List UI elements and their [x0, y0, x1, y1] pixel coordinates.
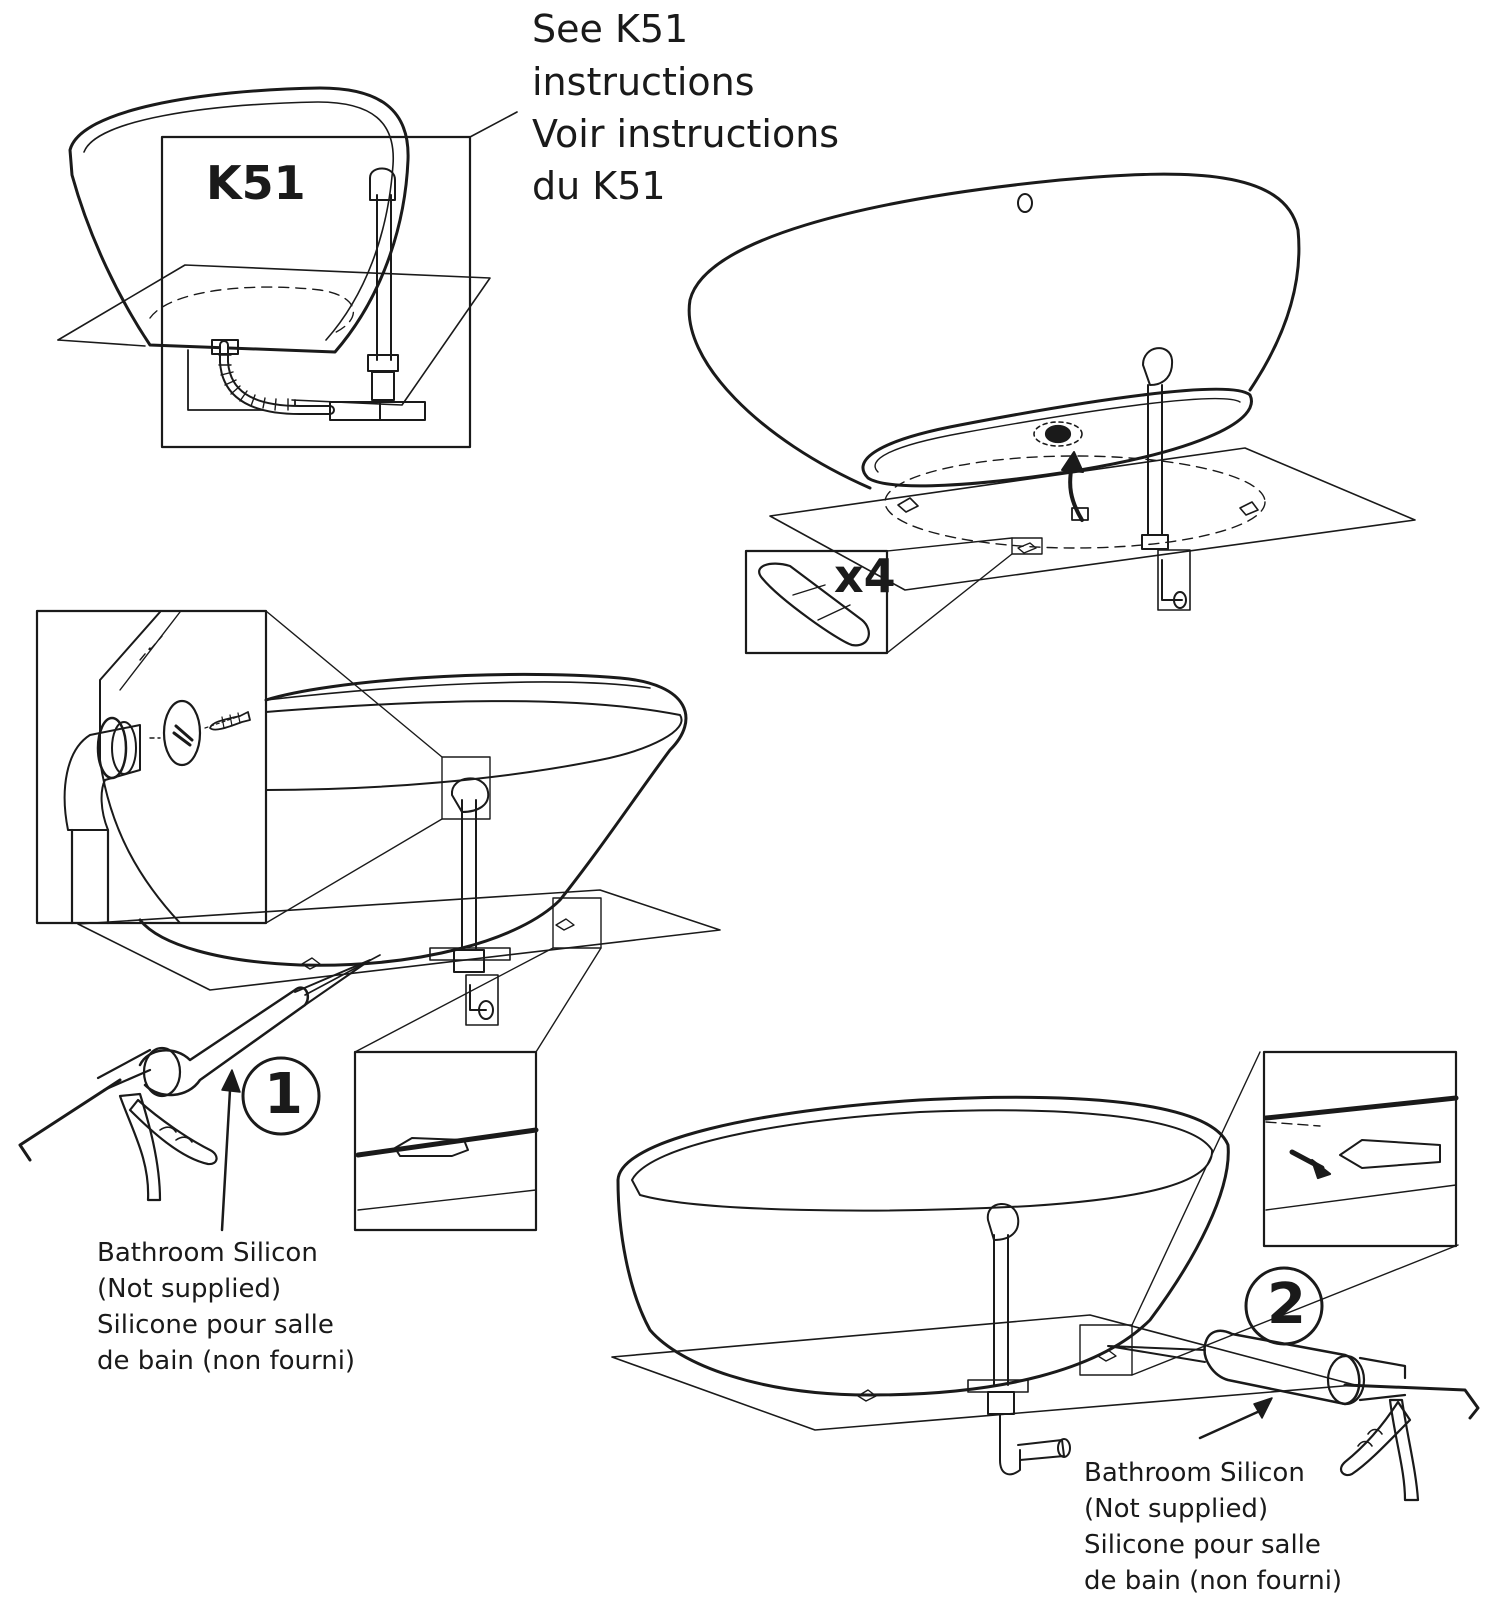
- silicon-label-2-line-1: Bathroom Silicon: [1084, 1458, 1305, 1488]
- silicon-label-1-line-1: Bathroom Silicon: [97, 1238, 318, 1268]
- reference-note-line-4: du K51: [532, 164, 666, 208]
- k51-label: K51: [206, 156, 306, 210]
- silicone-gun-1: [18, 954, 381, 1202]
- silicone-gun-2: [1107, 1329, 1480, 1502]
- tub-inverted-view: [687, 172, 1416, 655]
- silicon-label-2-line-3: Silicone pour salle: [1084, 1530, 1321, 1560]
- tub-silicone-step-1: [18, 609, 721, 1232]
- reference-note-line-3: Voir instructions: [532, 112, 840, 156]
- reference-note-line-2: instructions: [532, 60, 755, 104]
- silicon-label-2-line-4: de bain (non fourni): [1084, 1566, 1343, 1596]
- step-number-2: 2: [1267, 1272, 1306, 1337]
- reference-note-line-1: See K51: [532, 7, 689, 51]
- silicon-label-1-line-3: Silicone pour salle: [97, 1310, 334, 1340]
- tub-silicone-step-2: [611, 1050, 1480, 1502]
- silicon-label-1-line-2: (Not supplied): [97, 1274, 282, 1304]
- feet-count-label: x4: [834, 549, 896, 603]
- k51-cross-section: [57, 86, 518, 449]
- silicon-label-2-line-2: (Not supplied): [1084, 1494, 1269, 1524]
- silicon-label-1-line-4: de bain (non fourni): [97, 1346, 356, 1376]
- step-number-1: 1: [264, 1062, 303, 1127]
